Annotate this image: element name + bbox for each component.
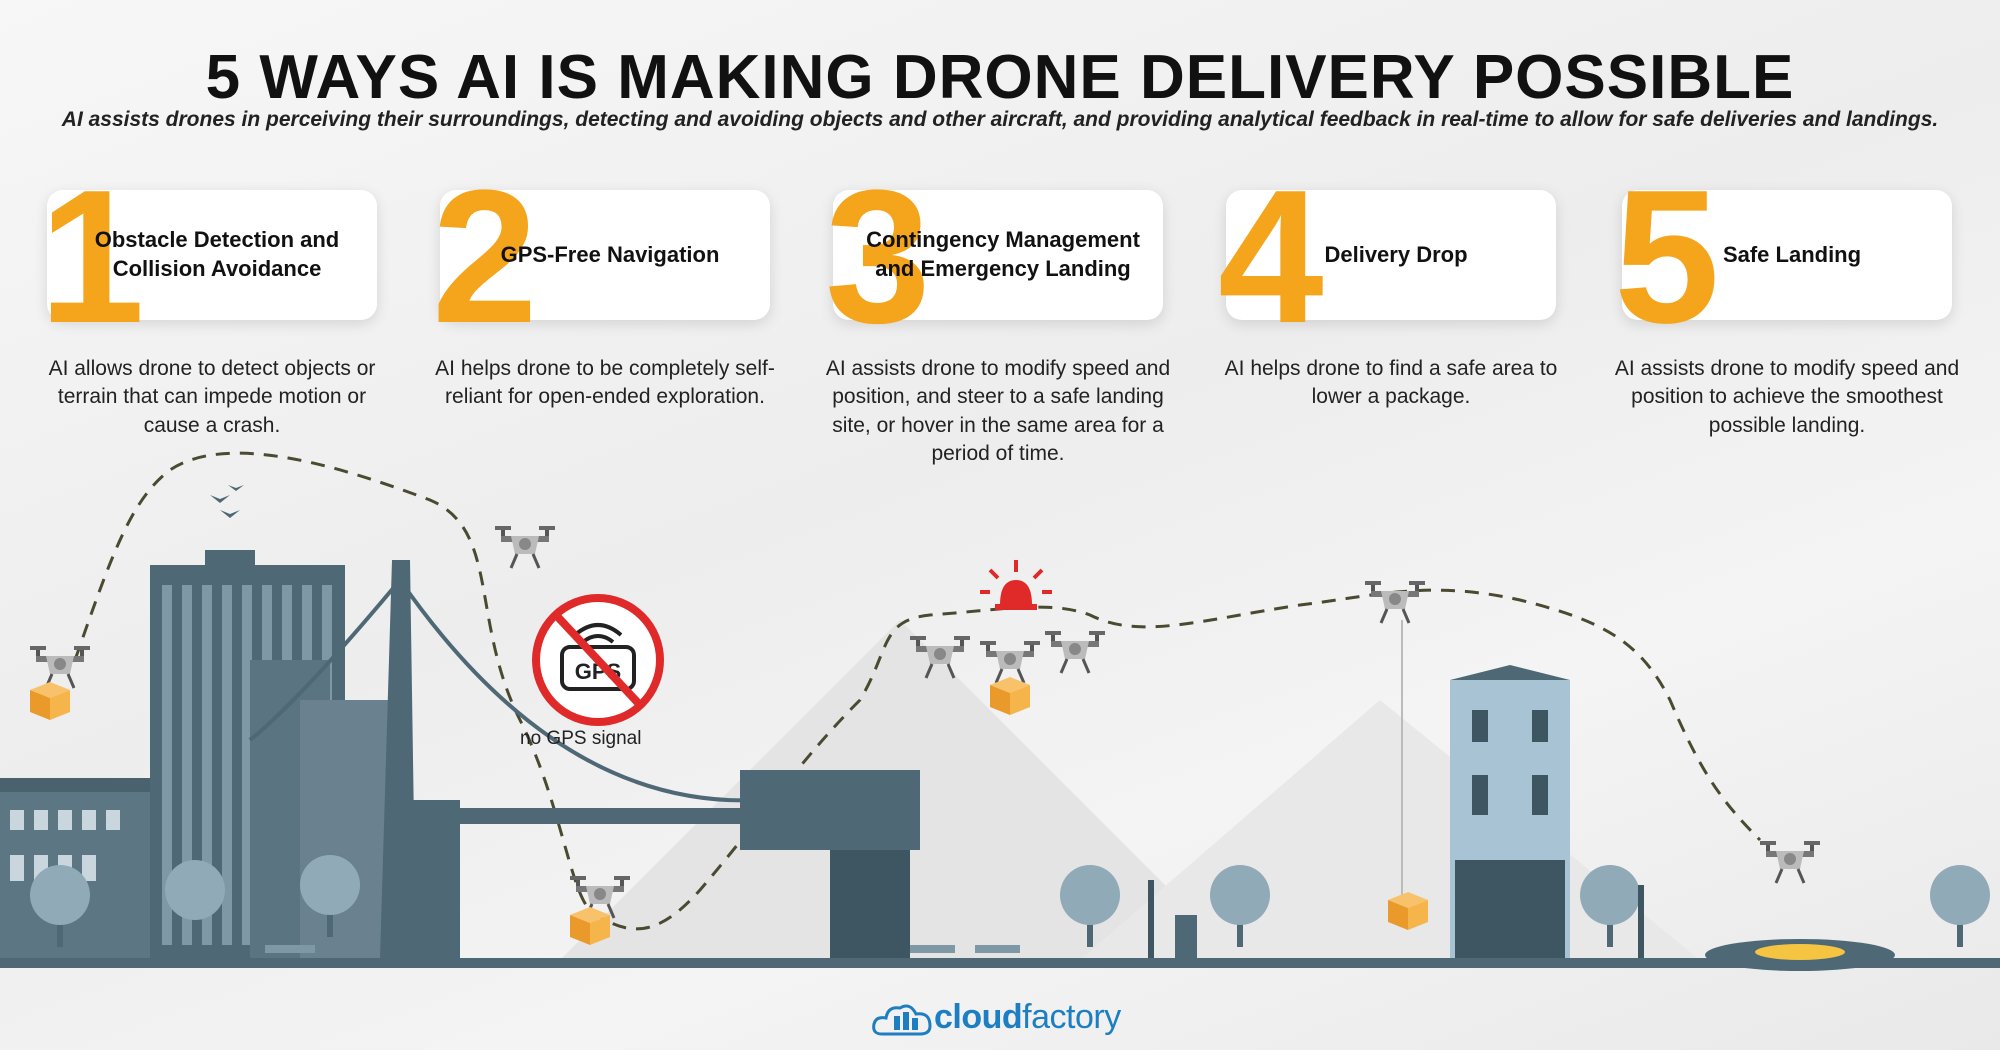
street-lamp — [1148, 880, 1154, 958]
package-icon — [30, 682, 70, 720]
page-title: 5 WAYS AI IS MAKING DRONE DELIVERY POSSI… — [205, 43, 1795, 112]
package-icon — [570, 907, 610, 945]
page-subtitle: AI assists drones in perceiving their su… — [61, 108, 1939, 131]
step-card: 2 GPS-Free Navigation — [432, 162, 770, 352]
bench — [265, 945, 315, 953]
package-icon — [1388, 892, 1428, 930]
step-description: AI helps drone to find a safe area to lo… — [1224, 357, 1558, 409]
bench — [910, 945, 955, 953]
cloudfactory-logo: cloudfactory — [872, 992, 1121, 1042]
tree — [1930, 865, 1990, 947]
flight-path — [73, 451, 1762, 931]
step-title: Safe Landing — [1722, 241, 1862, 267]
step-number: 4 — [1218, 151, 1324, 363]
alarm-light-icon — [980, 560, 1052, 610]
package-icon — [990, 677, 1030, 715]
no-gps-icon: GPS — [532, 594, 664, 726]
cloudfactory-logo-icon — [872, 1004, 932, 1036]
phone-booth — [1175, 915, 1197, 958]
logo-suffix: factory — [1022, 997, 1121, 1036]
drone-icon — [28, 644, 92, 690]
step-title: GPS-Free Navigation — [500, 241, 720, 267]
drone-icon — [493, 524, 557, 570]
drone-icon — [1363, 579, 1427, 625]
step-title: Delivery Drop — [1324, 241, 1468, 267]
step-title: Contingency Management and Emergency Lan… — [866, 227, 1140, 281]
step-title: Obstacle Detection and Collision Avoidan… — [94, 227, 340, 281]
ground-line — [0, 958, 2000, 968]
drone-icon — [1758, 839, 1822, 885]
step-description: AI assists drone to modify speed and pos… — [1614, 357, 1960, 437]
step-description: AI assists drone to modify speed and pos… — [825, 357, 1171, 466]
no-gps-caption: no GPS signal — [520, 728, 642, 749]
logo-wordmark: cloudfactory — [934, 998, 1121, 1037]
suspension-bridge — [248, 560, 920, 958]
step-card: 5 Safe Landing — [1614, 162, 1952, 352]
step-number: 3 — [825, 151, 931, 363]
historic-building — [0, 778, 170, 958]
drone-icon — [978, 639, 1042, 685]
bird-icon — [210, 485, 244, 518]
step-card: 1 Obstacle Detection and Collision Avoid… — [39, 162, 377, 352]
step-card: 4 Delivery Drop — [1218, 162, 1556, 352]
street-lamp — [1638, 885, 1644, 958]
bench — [975, 945, 1020, 953]
delivery-building — [1450, 665, 1570, 958]
step-number: 1 — [39, 151, 145, 363]
step-description: AI allows drone to detect objects or ter… — [48, 357, 376, 437]
logo-prefix: cloud — [934, 997, 1023, 1036]
step-description: AI helps drone to be completely self-rel… — [435, 357, 775, 409]
step-number: 5 — [1614, 151, 1720, 363]
drone-icon — [1043, 629, 1107, 675]
step-number: 2 — [432, 151, 538, 363]
step-card: 3 Contingency Management and Emergency L… — [825, 162, 1163, 352]
